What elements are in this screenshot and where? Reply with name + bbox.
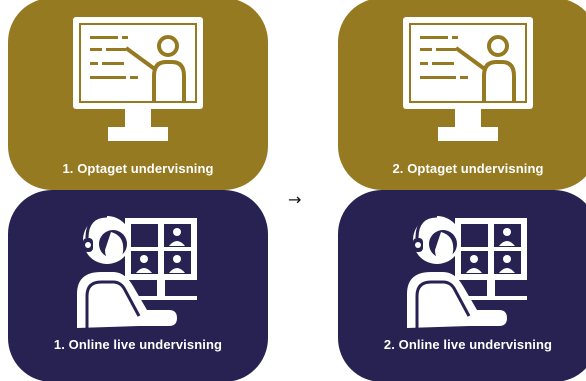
card-label: 2. Optaget undervisning — [392, 161, 544, 176]
card-label: 2. Online live undervisning — [383, 337, 553, 352]
online-live-teaching-card-2[interactable]: 2. Online live undervisning — [338, 190, 586, 381]
presentation-monitor-icon — [398, 12, 538, 153]
arrow-right-icon: → — [288, 190, 302, 209]
headset-video-call-icon — [403, 210, 533, 337]
headset-video-call-icon — [73, 210, 203, 337]
card-label: 1. Optaget undervisning — [62, 161, 214, 176]
recorded-teaching-card-1[interactable]: 1. Optaget undervisning — [8, 0, 268, 190]
card-label: 1. Online live undervisning — [53, 337, 223, 352]
recorded-teaching-card-2[interactable]: 2. Optaget undervisning — [338, 0, 586, 190]
online-live-teaching-card-1[interactable]: 1. Online live undervisning — [8, 190, 268, 381]
presentation-monitor-icon — [68, 12, 208, 153]
